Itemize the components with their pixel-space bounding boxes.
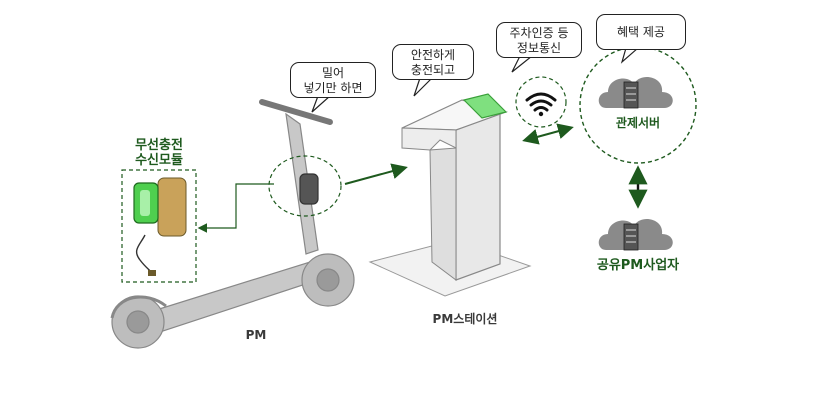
scooter-illustration (110, 99, 355, 349)
control-server-label: 관제서버 (615, 116, 661, 130)
receiver-module-label-line: 무선충전 (135, 138, 183, 153)
charging-station-illustration (368, 93, 532, 297)
bubble-tail-parking (511, 55, 534, 73)
shared-pm-operator-label: 공유PM사업자 (596, 258, 680, 273)
scooter-focus-circle (268, 155, 342, 217)
pm-label: PM (245, 328, 267, 342)
bubble-tail-push (311, 95, 332, 113)
receiver-module-illustration (133, 177, 187, 276)
wifi-icon (525, 92, 557, 117)
receiver-module-label-line: 수신모듈 (135, 153, 183, 168)
bubble-parking-auth: 주차인증 등 정보통신 (496, 22, 582, 58)
bubble-tail-benefit (620, 47, 640, 64)
scooter-to-station-arrow (344, 163, 408, 185)
control-server-circle (579, 46, 697, 164)
bubble-text: 밀어 (321, 66, 345, 80)
module-connector-arrow (197, 183, 274, 233)
bubble-push-in: 밀어 넣기만 하면 (290, 62, 376, 98)
cloud-server-icon (598, 77, 673, 109)
bubble-text: 주차인증 등 (509, 26, 569, 40)
bubble-text: 충전되고 (410, 63, 456, 77)
cloud-server-icon (598, 219, 673, 251)
bubble-text: 혜택 제공 (617, 25, 665, 39)
receiver-module-box (121, 169, 197, 283)
wifi-circle (515, 76, 567, 128)
bubble-text: 정보통신 (516, 41, 562, 55)
bubble-tail-safe (413, 77, 434, 97)
bubble-benefit: 혜택 제공 (596, 14, 686, 50)
bubble-text: 안전하게 (410, 48, 456, 62)
bubble-text: 넣기만 하면 (303, 81, 363, 95)
station-led-pad (462, 93, 508, 119)
station-server-arrow (522, 123, 574, 145)
receiver-module-label: 무선충전 수신모듈 (112, 138, 206, 168)
bubble-safe-charge: 안전하게 충전되고 (392, 44, 474, 80)
pm-station-label: PM스테이션 (432, 312, 498, 326)
